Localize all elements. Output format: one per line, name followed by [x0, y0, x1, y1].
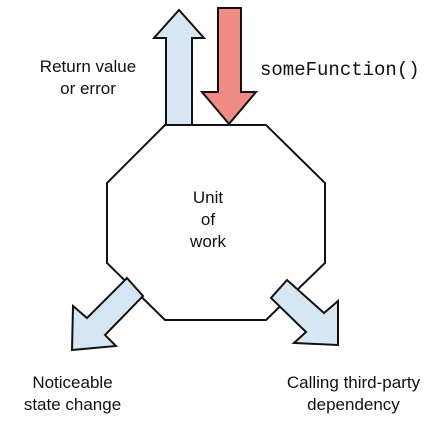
unit-of-work-octagon: [106, 124, 326, 321]
function-call-label: someFunction(): [260, 59, 420, 81]
unit-of-work-label-line-3: work: [190, 232, 226, 251]
return-value-label-line-2: or error: [60, 79, 116, 98]
state-change-label: Noticeable state change: [0, 372, 145, 416]
return-value-label: Return value or error: [28, 56, 148, 100]
unit-of-work-label-line-1: Unit: [192, 188, 224, 207]
state-change-arrow: [70, 276, 145, 352]
return-value-label-line-1: Return value: [39, 57, 137, 76]
function-call-arrow: [199, 7, 259, 126]
dependency-arrow: [269, 278, 339, 347]
return-value-arrow: [151, 8, 207, 126]
dependency-label-line-2: dependency: [307, 395, 400, 414]
unit-of-work-label: Unit of work: [168, 187, 248, 253]
dependency-label-line-1: Calling third-party: [286, 373, 421, 392]
state-change-label-line-2: state change: [23, 395, 122, 414]
dependency-label: Calling third-party dependency: [266, 372, 441, 416]
state-change-label-line-1: Noticeable: [32, 373, 113, 392]
unit-of-work-label-line-2: of: [200, 210, 216, 229]
